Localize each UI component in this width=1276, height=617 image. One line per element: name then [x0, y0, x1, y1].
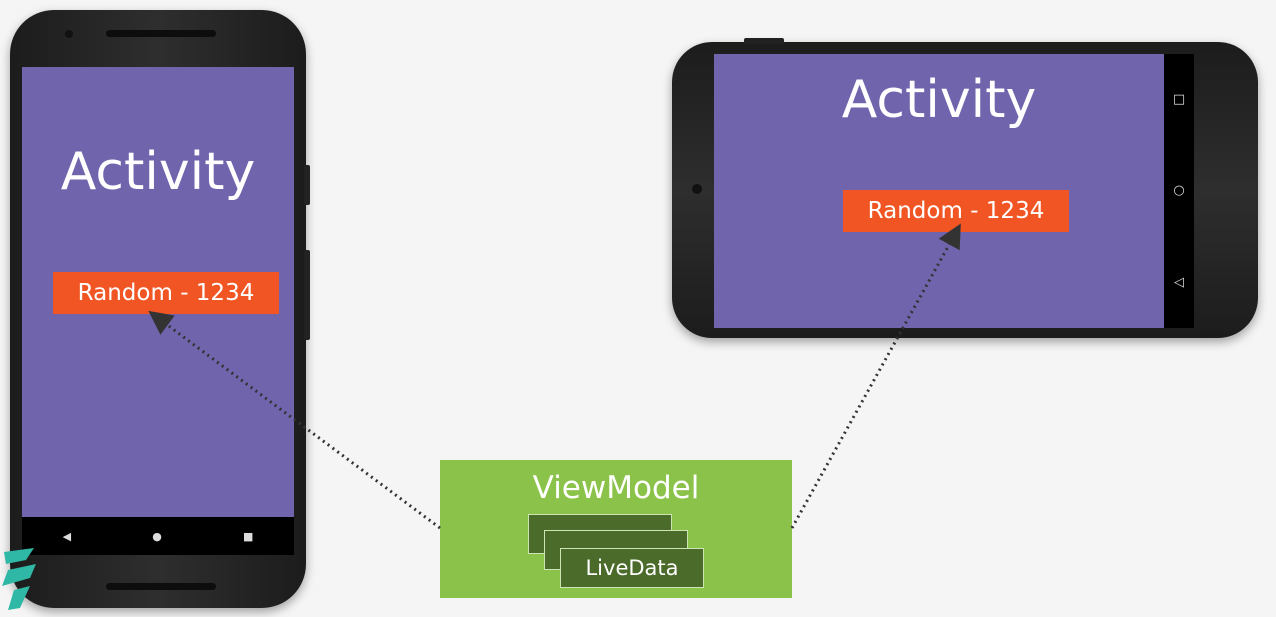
power-button: [304, 165, 310, 205]
viewmodel-title: ViewModel: [532, 470, 700, 506]
portrait-navigation-bar: ◀ ● ■: [22, 517, 294, 555]
home-icon[interactable]: ○: [1173, 183, 1185, 199]
portrait-phone: Activity Random - 1234 ◀ ● ■: [10, 10, 310, 608]
recents-icon[interactable]: ■: [243, 529, 254, 543]
livedata-card: LiveData: [560, 548, 704, 588]
home-icon[interactable]: ●: [152, 529, 162, 543]
viewmodel-box: ViewModel LiveData: [440, 460, 792, 598]
earpiece-speaker: [106, 30, 216, 37]
back-icon[interactable]: ◁: [1174, 274, 1184, 290]
activity-title: Activity: [60, 142, 256, 202]
random-number-label: Random - 1234: [53, 272, 279, 314]
back-icon[interactable]: ◀: [62, 529, 72, 543]
power-button: [744, 38, 784, 44]
viewmodel-to-portrait-arrow: [148, 310, 441, 530]
volume-button: [304, 250, 310, 340]
channel-logo-icon: [2, 548, 36, 610]
front-camera-icon: [65, 30, 73, 38]
landscape-phone: Activity Random - 1234 □ ○ ◁: [672, 38, 1258, 338]
activity-title: Activity: [841, 70, 1037, 130]
landscape-navigation-bar: □ ○ ◁: [1164, 54, 1194, 328]
bottom-speaker: [106, 583, 216, 590]
viewmodel-to-landscape-arrow: [790, 223, 961, 529]
livedata-label: LiveData: [585, 556, 679, 580]
recents-icon[interactable]: □: [1172, 92, 1186, 108]
landscape-activity-screen: Activity Random - 1234: [714, 54, 1164, 328]
front-camera-icon: [692, 184, 702, 194]
portrait-activity-screen: Activity Random - 1234: [22, 67, 294, 517]
